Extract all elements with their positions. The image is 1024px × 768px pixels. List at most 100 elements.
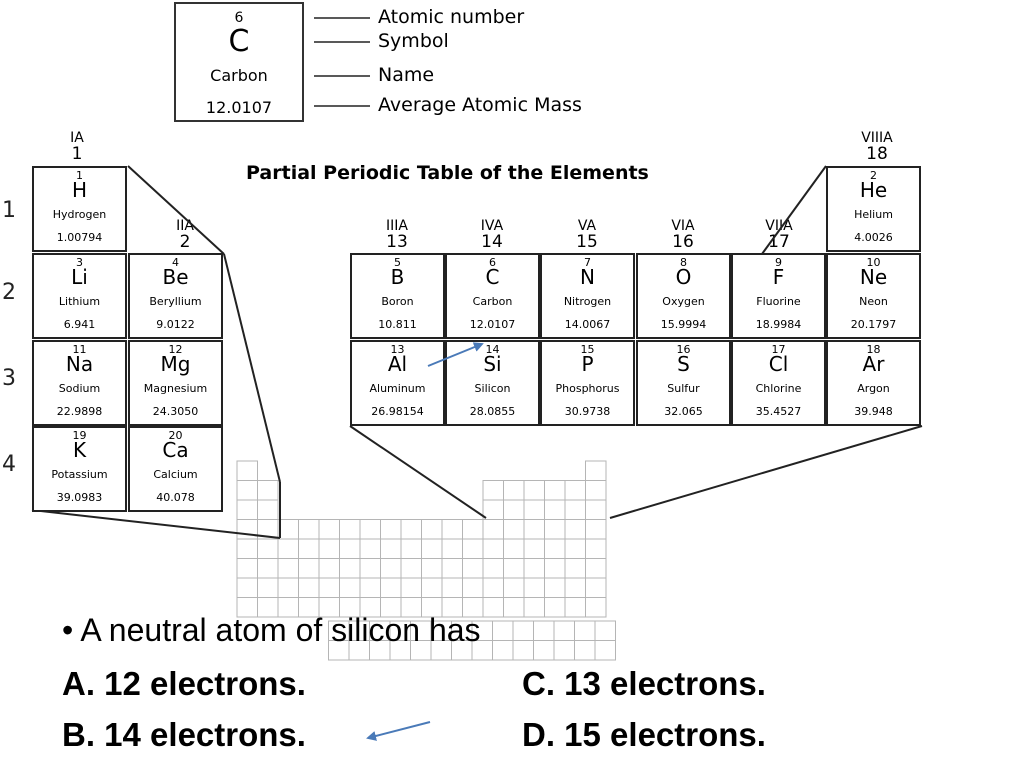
legend-label-symbol: Symbol	[378, 30, 449, 52]
element-cell-P: 15 P Phosphorus 30.9738	[540, 340, 635, 426]
element-name: Sodium	[58, 382, 101, 395]
atomic-mass: 4.0026	[854, 231, 893, 244]
element-symbol: H	[71, 178, 88, 202]
group-arabic: 18	[866, 144, 888, 164]
element-name: Lithium	[58, 295, 101, 308]
atomic-mass: 9.0122	[156, 318, 195, 331]
atomic-number: 9	[775, 256, 782, 269]
element-name: Magnesium	[143, 382, 208, 395]
element-name: Oxygen	[662, 295, 705, 308]
element-symbol: F	[772, 265, 785, 289]
atomic-number: 1	[76, 169, 83, 182]
group-arabic: 16	[672, 232, 694, 252]
group-roman: IIIA	[386, 218, 408, 234]
period-label-4: 4	[2, 452, 16, 477]
element-cell-Ca: 20 Ca Calcium 40.078	[128, 426, 223, 512]
element-cell-N: 7 N Nitrogen 14.0067	[540, 253, 635, 339]
atomic-number: 15	[580, 343, 595, 356]
element-cell-S: 16 S Sulfur 32.065	[636, 340, 731, 426]
element-name: Calcium	[153, 468, 198, 481]
atomic-mass: 35.4527	[755, 405, 802, 418]
group-arabic: 14	[481, 232, 503, 252]
atomic-mass: 18.9984	[755, 318, 802, 331]
element-symbol: O	[675, 265, 692, 289]
element-symbol: K	[72, 438, 87, 462]
element-cell-K: 19 K Potassium 39.0983	[32, 426, 127, 512]
legend-mass: 12.0107	[205, 98, 273, 117]
atomic-number: 2	[870, 169, 877, 182]
arrow-to-silicon-icon	[427, 342, 484, 367]
atomic-mass: 22.9898	[56, 405, 103, 418]
element-cell-Cl: 17 Cl Chlorine 35.4527	[731, 340, 826, 426]
element-name: Nitrogen	[563, 295, 612, 308]
atomic-mass: 39.0983	[56, 491, 103, 504]
atomic-mass: 10.811	[378, 318, 417, 331]
element-symbol: Cl	[768, 352, 789, 376]
element-symbol: C	[485, 265, 500, 289]
element-cell-Be: 4 Be Beryllium 9.0122	[128, 253, 223, 339]
element-name: Argon	[857, 382, 890, 395]
atomic-mass: 15.9994	[660, 318, 707, 331]
element-symbol: P	[581, 352, 594, 376]
group-roman: VA	[577, 218, 597, 234]
answer-option-c[interactable]: C. 13 electrons.	[522, 665, 766, 702]
element-cell-O: 8 O Oxygen 15.9994	[636, 253, 731, 339]
element-cell-He: 2 He Helium 4.0026	[826, 166, 921, 252]
table-title: Partial Periodic Table of the Elements	[246, 162, 649, 184]
group-roman: IVA	[480, 218, 504, 234]
answer-option-a[interactable]: A. 12 electrons.	[62, 665, 306, 702]
legend-label-mass: Average Atomic Mass	[378, 94, 582, 116]
atomic-mass: 30.9738	[564, 405, 611, 418]
atomic-mass: 20.1797	[850, 318, 897, 331]
element-name: Potassium	[51, 468, 108, 481]
atomic-number: 8	[680, 256, 687, 269]
atomic-number: 13	[390, 343, 405, 356]
answer-option-b[interactable]: B. 14 electrons.	[62, 716, 306, 753]
group-arabic: 15	[576, 232, 598, 252]
atomic-number: 10	[866, 256, 881, 269]
element-name: Chlorine	[755, 382, 802, 395]
element-cell-Li: 3 Li Lithium 6.941	[32, 253, 127, 339]
element-symbol: Be	[162, 265, 189, 289]
element-symbol: Si	[483, 352, 502, 376]
element-symbol: He	[859, 178, 888, 202]
element-name: Beryllium	[149, 295, 202, 308]
element-name: Carbon	[472, 295, 513, 308]
atomic-number: 3	[76, 256, 83, 269]
legend-atomic-number: 6	[234, 10, 244, 26]
element-cell-Ar: 18 Ar Argon 39.948	[826, 340, 921, 426]
element-name: Silicon	[474, 382, 511, 395]
answer-option-d[interactable]: D. 15 electrons.	[522, 716, 766, 753]
group-arabic: 2	[179, 232, 191, 252]
group-arabic: 1	[71, 144, 83, 164]
period-label-1: 1	[2, 198, 16, 223]
connector-lines	[31, 165, 923, 539]
element-cell-F: 9 F Fluorine 18.9984	[731, 253, 826, 339]
legend-name: Carbon	[210, 66, 268, 85]
arrow-to-answer-b-icon	[366, 721, 431, 741]
element-symbol: Li	[71, 265, 88, 289]
element-cell-H: 1 H Hydrogen 1.00794	[32, 166, 127, 252]
atomic-mass: 1.00794	[56, 231, 103, 244]
atomic-mass: 12.0107	[469, 318, 516, 331]
mini-periodic-grid	[236, 460, 616, 661]
atomic-mass: 6.941	[63, 318, 96, 331]
legend-label-atomic-number: Atomic number	[378, 6, 525, 28]
element-name: Sulfur	[667, 382, 700, 395]
group-arabic: 13	[386, 232, 408, 252]
atomic-number: 7	[584, 256, 591, 269]
atomic-number: 16	[676, 343, 691, 356]
group-roman: VIA	[671, 218, 695, 234]
element-name: Helium	[854, 208, 893, 221]
element-symbol: Na	[65, 352, 94, 376]
atomic-number: 18	[866, 343, 881, 356]
element-symbol: Ne	[859, 265, 888, 289]
legend-symbol: C	[228, 24, 250, 59]
group-roman: IA	[70, 130, 84, 146]
group-roman: VIIIA	[861, 130, 893, 146]
